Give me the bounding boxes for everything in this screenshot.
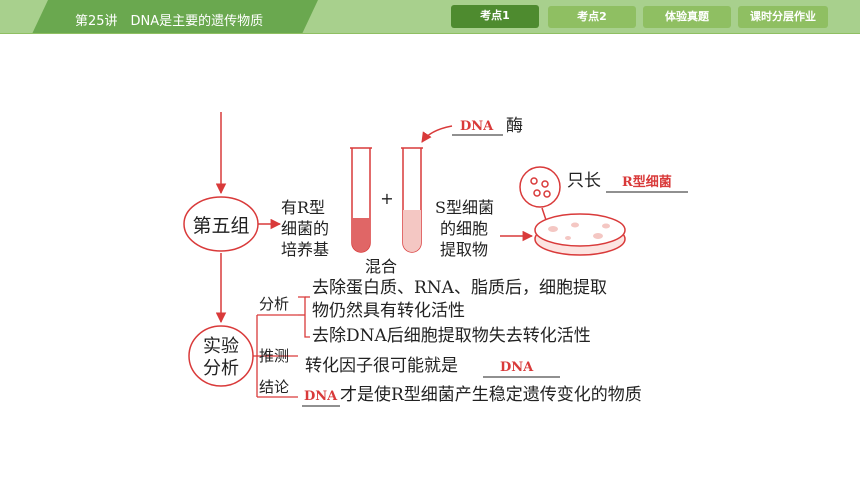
inference-text: 转化因子很可能就是 <box>305 356 458 376</box>
analysis-line-3: 去除DNA后细胞提取物失去转化活性 <box>312 326 591 346</box>
enzyme-answer: DNA <box>460 119 494 134</box>
plus-sign: + <box>380 189 393 208</box>
tab-kaodian-2[interactable]: 考点2 <box>548 6 636 28</box>
extract-line-1: S型细菌 <box>435 198 494 217</box>
only-grow-answer: R型细菌 <box>622 174 672 190</box>
petri-dish <box>534 213 626 256</box>
inference-label: 推测 <box>259 347 289 365</box>
enzyme-arrow <box>421 125 453 143</box>
extract-line-2: 的细胞 <box>440 219 488 238</box>
analysis-line-2: 物仍然具有转化活性 <box>312 301 465 321</box>
mix-label: 混合 <box>365 257 397 276</box>
group-five-node: 第五组 <box>183 196 259 252</box>
analysis-node: 实验 分析 <box>188 325 254 387</box>
medium-line-1: 有R型 <box>281 198 325 217</box>
test-tube-r-medium <box>350 147 372 253</box>
conclusion-answer: DNA <box>304 389 338 404</box>
lesson-title: 第25讲 DNA是主要的遗传物质 <box>75 14 264 29</box>
extract-line-3: 提取物 <box>440 240 488 259</box>
analysis-node-line-1: 实验 <box>203 336 239 357</box>
conclusion-label: 结论 <box>259 378 289 396</box>
group-five-label: 第五组 <box>192 215 249 237</box>
zoom-pointer <box>541 207 547 221</box>
analysis-label: 分析 <box>259 295 289 313</box>
colony-zoom-circle <box>519 166 561 208</box>
medium-line-2: 细菌的 <box>281 219 329 238</box>
test-tube-s-extract <box>401 147 423 253</box>
only-grow-label: 只长 <box>567 171 601 191</box>
tab-keshi-zuoye[interactable]: 课时分层作业 <box>738 6 828 28</box>
enzyme-label: 酶 <box>506 116 523 136</box>
analysis-node-line-2: 分析 <box>203 358 239 379</box>
branch-connectors <box>253 296 310 398</box>
conclusion-text: 才是使R型细菌产生稳定遗传变化的物质 <box>340 384 642 405</box>
tab-kaodian-1[interactable]: 考点1 <box>451 5 539 28</box>
inference-answer: DNA <box>500 360 534 375</box>
analysis-line-1: 去除蛋白质、RNA、脂质后，细胞提取 <box>312 278 607 298</box>
tab-tiyan-zhenti[interactable]: 体验真题 <box>643 6 731 28</box>
medium-line-3: 培养基 <box>281 240 329 259</box>
